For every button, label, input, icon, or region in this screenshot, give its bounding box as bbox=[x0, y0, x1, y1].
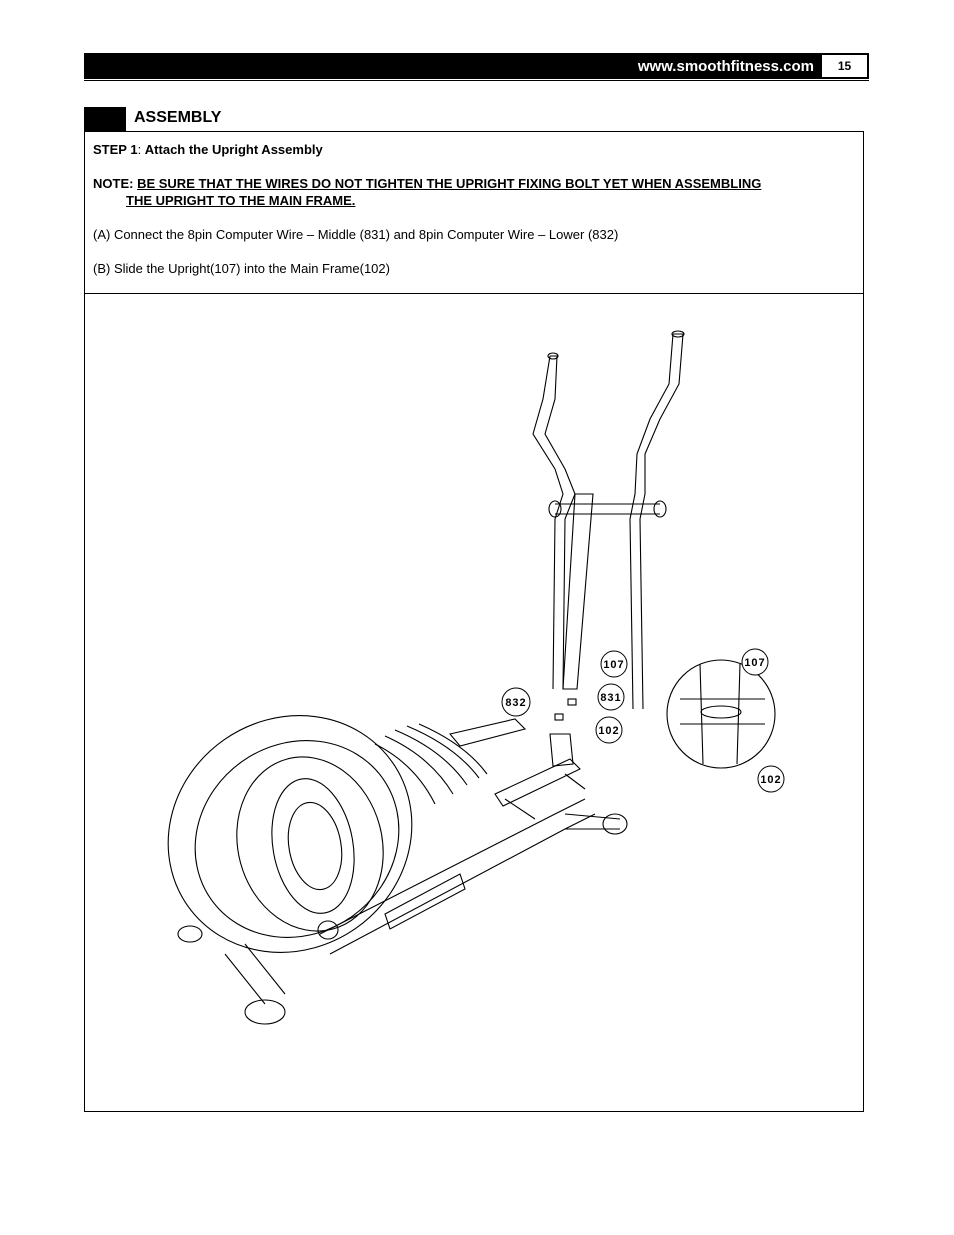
page-number: 15 bbox=[822, 55, 867, 77]
flywheel-disc bbox=[236, 756, 384, 932]
callout-831-label: 831 bbox=[600, 692, 621, 704]
grip-end-left bbox=[547, 352, 559, 360]
section-title: ASSEMBLY bbox=[134, 109, 222, 126]
header-bar: www.smoothfitness.com 15 bbox=[84, 53, 869, 79]
wire-connector-832 bbox=[554, 713, 564, 721]
instruction-a: (A) Connect the 8pin Computer Wire – Mid… bbox=[93, 227, 619, 242]
callout-832: 832 bbox=[501, 687, 531, 717]
elliptical-machine bbox=[167, 715, 628, 1025]
front-wheel bbox=[602, 813, 628, 835]
pedal-arm bbox=[504, 773, 586, 820]
handlebar-left bbox=[532, 355, 576, 690]
callout-102-main: 102 bbox=[595, 716, 623, 744]
detail-socket bbox=[700, 705, 742, 719]
callout-831: 831 bbox=[597, 683, 625, 711]
upright-assembly bbox=[532, 330, 685, 721]
step-heading: STEP 1: Attach the Upright Assembly bbox=[93, 142, 323, 157]
pedal-right bbox=[494, 758, 581, 807]
website-url: www.smoothfitness.com bbox=[637, 58, 814, 75]
detail-circle bbox=[666, 659, 776, 769]
assembly-figure: 107 831 832 102 107 102 bbox=[84, 293, 864, 1112]
note-text-line1: BE SURE THAT THE WIRES DO NOT TIGHTEN TH… bbox=[137, 176, 762, 191]
elliptical-drawing: 107 831 832 102 107 102 bbox=[167, 330, 785, 1025]
section-marker bbox=[84, 107, 126, 131]
note-text-line2: THE UPRIGHT TO THE MAIN FRAME. bbox=[126, 193, 356, 208]
detail-frame bbox=[680, 698, 765, 725]
callout-102-main-label: 102 bbox=[598, 725, 619, 737]
upright-post bbox=[562, 493, 594, 690]
grip-end-right bbox=[671, 330, 685, 338]
rail-cover bbox=[384, 873, 466, 930]
callout-107-main-label: 107 bbox=[603, 659, 624, 671]
flywheel-cover-inner bbox=[194, 740, 400, 938]
instruction-box: STEP 1: Attach the Upright Assembly NOTE… bbox=[84, 131, 864, 294]
flywheel-hub bbox=[287, 801, 343, 891]
callout-107-main: 107 bbox=[600, 650, 628, 678]
pivot-cap-right bbox=[653, 500, 667, 518]
step-separator: : bbox=[137, 142, 145, 157]
shroud-ribs bbox=[374, 723, 488, 805]
front-stabilizer bbox=[564, 813, 621, 830]
rear-foot bbox=[244, 999, 286, 1025]
header-rule bbox=[84, 80, 869, 81]
main-rail bbox=[319, 798, 596, 955]
pedal-left bbox=[449, 718, 527, 747]
assembly-note: NOTE: BE SURE THAT THE WIRES DO NOT TIGH… bbox=[93, 175, 855, 209]
callout-107-detail-label: 107 bbox=[744, 657, 765, 669]
callout-107-detail: 107 bbox=[741, 648, 769, 676]
detail-view bbox=[666, 659, 776, 769]
step-label: STEP 1 bbox=[93, 142, 138, 157]
callout-102-detail: 102 bbox=[757, 765, 785, 793]
rear-foot-left bbox=[177, 925, 203, 943]
step-title: Attach the Upright Assembly bbox=[144, 142, 323, 157]
callout-832-label: 832 bbox=[505, 697, 526, 709]
flywheel-hub-outer bbox=[271, 778, 355, 914]
note-label: NOTE: bbox=[93, 176, 134, 191]
frame-socket bbox=[549, 733, 574, 767]
rear-stabilizer bbox=[224, 943, 286, 1005]
instruction-b: (B) Slide the Upright(107) into the Main… bbox=[93, 261, 390, 276]
wire-connector-831 bbox=[567, 698, 577, 706]
axle-cap bbox=[317, 920, 339, 940]
pivot-cap-left bbox=[548, 500, 562, 518]
handlebar-right bbox=[629, 333, 684, 710]
callout-102-detail-label: 102 bbox=[760, 774, 781, 786]
detail-post bbox=[699, 663, 741, 765]
flywheel-cover bbox=[167, 715, 413, 953]
